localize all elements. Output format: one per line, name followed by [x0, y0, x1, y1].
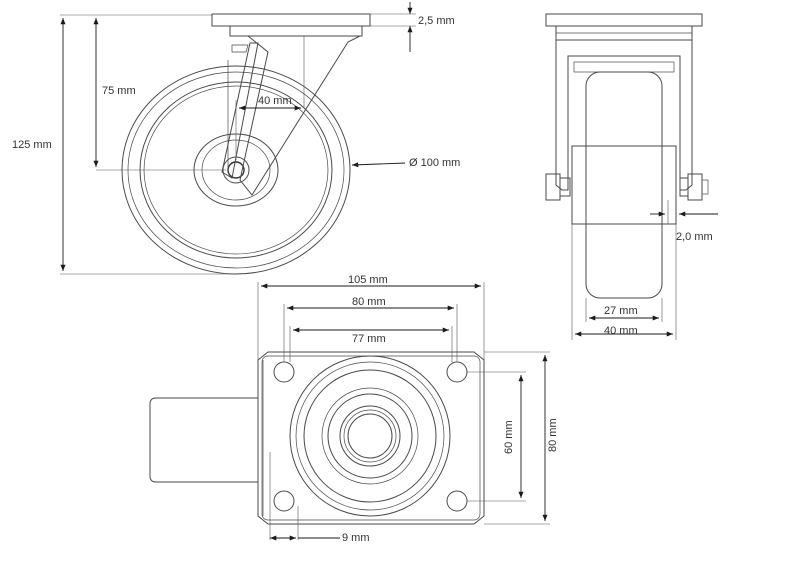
swivel-ring-outer [289, 355, 451, 517]
top-view: 105 mm 80 mm 77 mm 80 mm 60 mm 9 mm [149, 274, 559, 544]
label-plate-thickness: 2,5 mm [418, 15, 455, 27]
front-fork [555, 39, 693, 191]
label-fork-width: 40 mm [604, 325, 638, 337]
front-wheel [585, 71, 663, 299]
top-mounting-plate [257, 351, 485, 525]
bolt-hole-top-right [446, 361, 468, 383]
side-view: 125 mm 75 mm 2,5 mm 40 mm Ø 100 mm [12, 2, 460, 275]
label-axle-gap: 2,0 mm [676, 231, 713, 243]
dim-wheel-diameter-leader [351, 162, 406, 168]
label-hole-span-inner: 77 mm [352, 333, 386, 345]
axle-nut [222, 156, 250, 184]
label-hole-span-short: 60 mm [503, 420, 515, 454]
mounting-plate [211, 13, 371, 27]
swivel-ring-inner [327, 393, 413, 479]
label-wheel-width: 27 mm [604, 305, 638, 317]
bolt-hole-bottom-right [446, 490, 468, 512]
front-view: 27 mm 40 mm 2,0 mm [545, 13, 718, 340]
label-offset: 40 mm [258, 95, 292, 107]
kingpin-outer [339, 405, 401, 467]
bolt-hole-top-left [273, 361, 295, 383]
label-hole-diameter: 9 mm [342, 532, 370, 544]
kingpin [347, 413, 393, 459]
top-wheel-projection [149, 397, 258, 483]
fork-leg-rear [239, 35, 361, 196]
front-fork-inner [573, 61, 675, 73]
label-axle-height: 75 mm [102, 85, 136, 97]
label-hole-span-outer: 80 mm [352, 296, 386, 308]
swivel-ring-middle [303, 369, 437, 503]
label-total-height: 125 mm [12, 139, 52, 151]
fork-bracket [231, 44, 249, 53]
bolt-hole-bottom-left [273, 490, 295, 512]
front-mounting-plate [545, 13, 703, 27]
swivel-bearing [229, 25, 363, 37]
label-plate-width: 80 mm [547, 418, 559, 452]
label-plate-length: 105 mm [348, 274, 388, 286]
front-hub [571, 145, 677, 225]
fork-leg-front [221, 42, 259, 179]
axle-bolt [227, 161, 245, 179]
label-wheel-diameter: Ø 100 mm [409, 157, 460, 169]
